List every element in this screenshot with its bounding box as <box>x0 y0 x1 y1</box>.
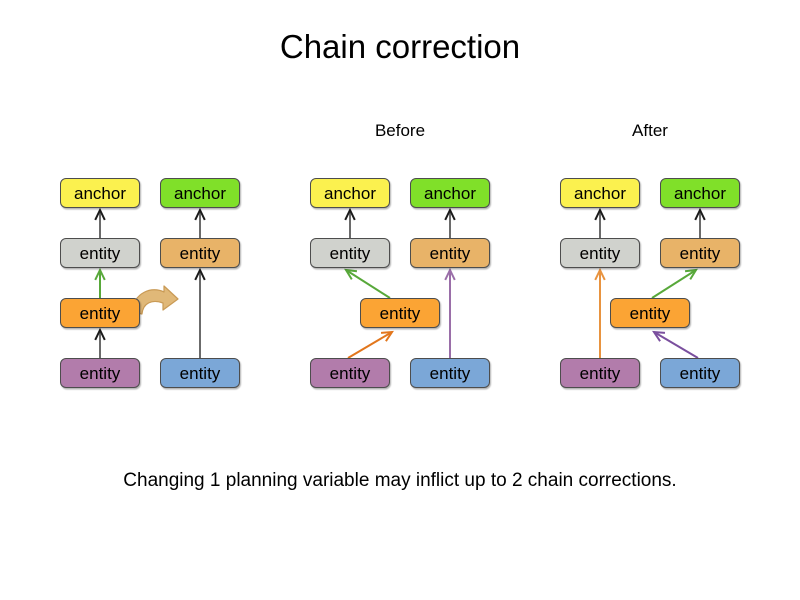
node-label: entity <box>429 243 471 263</box>
before-chain-panel-anchor-yellow[interactable]: anchor <box>310 178 390 208</box>
arrow-gray-tan-chain <box>194 267 206 358</box>
arrow-green-orange-to-tan <box>651 268 698 299</box>
node-label: entity <box>579 243 621 263</box>
panel-label-before: Before <box>374 121 426 140</box>
node-label: entity <box>179 363 221 383</box>
node-label: anchor <box>574 183 626 203</box>
node-label: entity <box>429 363 471 383</box>
node-label: entity <box>79 243 121 263</box>
arrow-orange-purple-to-gray <box>594 267 606 358</box>
node-label: entity <box>329 363 371 383</box>
node-label: anchor <box>174 183 226 203</box>
node-label: entity <box>679 363 721 383</box>
node-label: anchor <box>324 183 376 203</box>
after-chain-panel-entity-gray[interactable]: entity <box>560 238 640 268</box>
node-label: entity <box>79 303 121 323</box>
panel-label-after: After <box>632 121 668 140</box>
arrow-orange-purple-to-orange <box>347 330 394 359</box>
arrow-green-orange-to-gray <box>94 267 106 298</box>
initial-chain-panel-entity-gray[interactable]: entity <box>60 238 140 268</box>
before-chain-panel-entity-gray[interactable]: entity <box>310 238 390 268</box>
node-label: entity <box>179 243 221 263</box>
after-chain-panel-entity-purple[interactable]: entity <box>560 358 640 388</box>
node-label: entity <box>679 243 721 263</box>
node-label: entity <box>579 363 621 383</box>
before-chain-panel-anchor-green[interactable]: anchor <box>410 178 490 208</box>
arrow-gray-entity-to-anchor-right <box>694 207 706 238</box>
before-chain-panel-entity-tan[interactable]: entity <box>410 238 490 268</box>
arrow-gray-purple-to-orange <box>94 327 106 358</box>
before-chain-panel-entity-purple[interactable]: entity <box>310 358 390 388</box>
arrow-purple-blue-to-tan <box>444 267 456 358</box>
node-label: anchor <box>674 183 726 203</box>
node-label: entity <box>379 303 421 323</box>
arrow-gray-entity-to-anchor-right <box>194 207 206 238</box>
arrow-gray-entity-to-anchor-left <box>344 207 356 238</box>
initial-chain-panel-anchor-green[interactable]: anchor <box>160 178 240 208</box>
after-chain-panel-entity-blue[interactable]: entity <box>660 358 740 388</box>
node-label: anchor <box>424 183 476 203</box>
after-chain-panel-entity-orange[interactable]: entity <box>610 298 690 328</box>
arrow-gray-entity-to-anchor-right <box>444 207 456 238</box>
initial-chain-panel-entity-orange[interactable]: entity <box>60 298 140 328</box>
arrow-green-orange-to-gray <box>344 268 391 299</box>
arrow-gray-entity-to-anchor-left <box>594 207 606 238</box>
node-label: entity <box>329 243 371 263</box>
arrow-gray-entity-to-anchor-left <box>94 207 106 238</box>
node-label: anchor <box>74 183 126 203</box>
node-label: entity <box>79 363 121 383</box>
initial-chain-panel-entity-purple[interactable]: entity <box>60 358 140 388</box>
initial-chain-panel-entity-tan[interactable]: entity <box>160 238 240 268</box>
initial-chain-panel-anchor-yellow[interactable]: anchor <box>60 178 140 208</box>
initial-chain-panel-entity-blue[interactable]: entity <box>160 358 240 388</box>
node-label: entity <box>629 303 671 323</box>
slide-caption: Changing 1 planning variable may inflict… <box>123 470 677 491</box>
page-title: Chain correction <box>279 28 521 65</box>
before-chain-panel-entity-blue[interactable]: entity <box>410 358 490 388</box>
after-chain-panel-anchor-green[interactable]: anchor <box>660 178 740 208</box>
after-chain-panel-entity-tan[interactable]: entity <box>660 238 740 268</box>
arrow-purple-blue-to-orange <box>652 330 699 359</box>
after-chain-panel-anchor-yellow[interactable]: anchor <box>560 178 640 208</box>
before-chain-panel-entity-orange[interactable]: entity <box>360 298 440 328</box>
